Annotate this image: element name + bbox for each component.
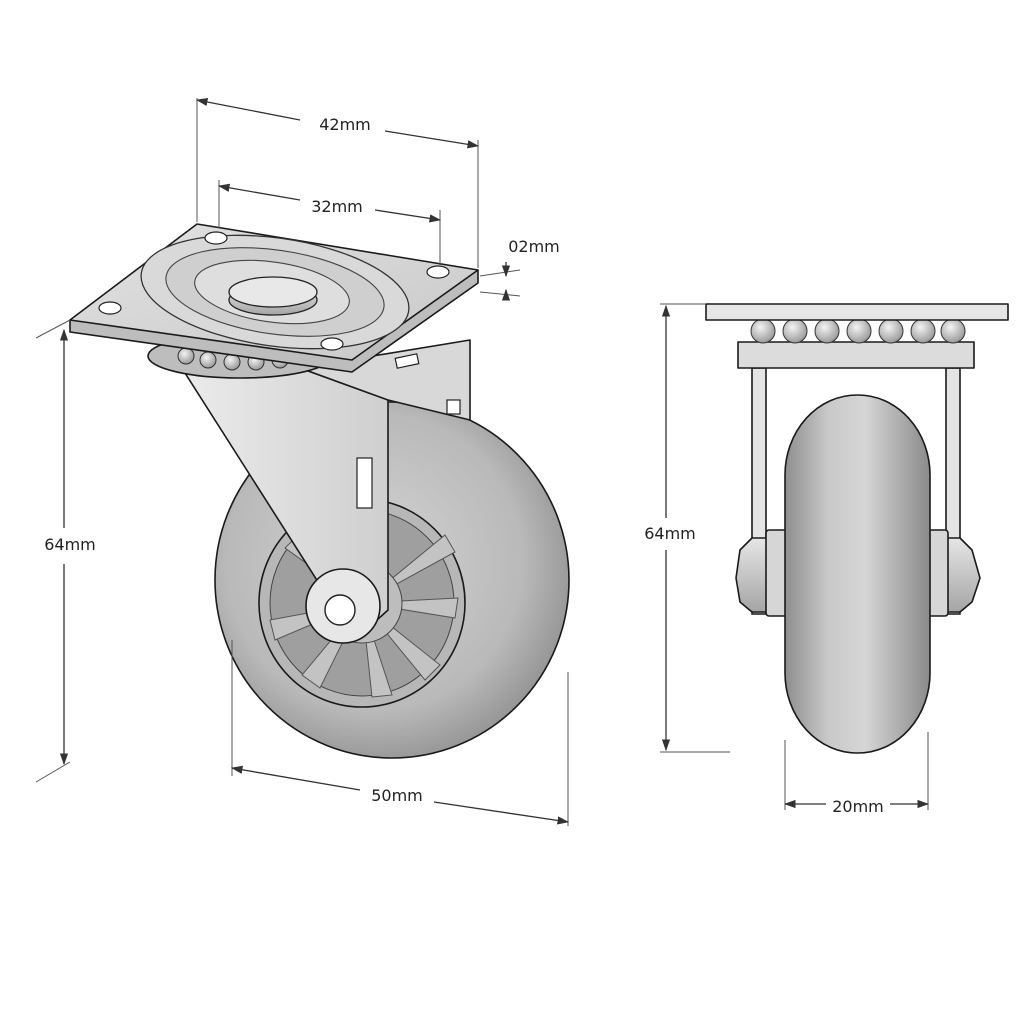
- side-top-plate: [705, 303, 1009, 321]
- dimension-lines: [35, 97, 930, 826]
- dim-label-wheel-diameter: 50mm: [371, 786, 423, 805]
- dimension-labels: 42mm 32mm 02mm 64mm 50mm 64mm 20mm: [44, 115, 884, 816]
- iso-top-plate: [69, 223, 479, 373]
- dim-label-height-side: 64mm: [644, 524, 696, 543]
- dim-label-height-iso: 64mm: [44, 535, 96, 554]
- side-view: [705, 303, 1009, 754]
- side-raceway: [737, 318, 975, 369]
- side-tire: [784, 394, 931, 754]
- dim-label-wheel-width: 20mm: [832, 797, 884, 816]
- dim-label-plate-thickness: 02mm: [508, 237, 560, 256]
- dim-label-plate-width: 42mm: [319, 115, 371, 134]
- side-axle: [735, 529, 981, 617]
- dim-label-hole-spacing: 32mm: [311, 197, 363, 216]
- isometric-view: [69, 223, 570, 759]
